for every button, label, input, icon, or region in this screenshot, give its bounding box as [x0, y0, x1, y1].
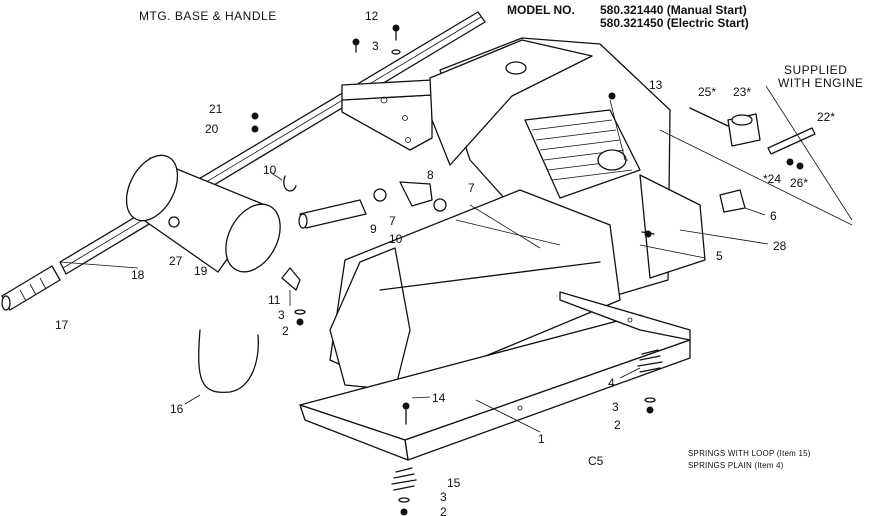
callout-2a: 2: [282, 324, 289, 338]
callout-3c: 3: [612, 400, 619, 414]
model-label: MODEL NO.: [507, 3, 575, 17]
pressure-switch: [689, 107, 816, 213]
callout-10b: 10: [389, 232, 403, 246]
leader-lines: [59, 85, 853, 433]
hose: [298, 199, 367, 229]
cable: [198, 329, 259, 393]
callout-23: 23*: [733, 85, 752, 99]
elbow-fitting: [373, 181, 447, 212]
air-tank: [329, 189, 621, 391]
base-frame: [299, 291, 691, 461]
callout-3d: 3: [440, 490, 447, 504]
callout-7a: 7: [389, 214, 396, 228]
callout-19: 19: [194, 264, 208, 278]
callout-18: 18: [131, 268, 145, 282]
callout-28: 28: [773, 239, 787, 253]
spring-clip: [283, 175, 297, 192]
callout-3a: 3: [372, 39, 379, 53]
callout-27: 27: [169, 254, 183, 268]
supplied-note-line1: SUPPLIED: [784, 63, 848, 77]
clamp: [281, 267, 301, 291]
mounting-plate: [341, 79, 433, 151]
callout-8: 8: [427, 168, 434, 182]
callout-16: 16: [170, 402, 184, 416]
model-number-manual: 580.321440 (Manual Start): [600, 3, 747, 17]
callout-1: 1: [538, 432, 545, 446]
callout-7b: 7: [468, 181, 475, 195]
callout-10a: 10: [263, 163, 277, 177]
callout-14: 14: [432, 391, 446, 405]
callout-13: 13: [649, 78, 663, 92]
callout-9: 9: [370, 222, 377, 236]
callout-26: 26*: [790, 176, 809, 190]
callout-22: 22*: [817, 110, 836, 124]
engine: [429, 37, 706, 301]
figure-code: C5: [588, 454, 604, 468]
callout-2b: 2: [614, 418, 621, 432]
callout-21: 21: [209, 102, 223, 116]
muffler: [125, 154, 281, 273]
callout-24: *24: [763, 172, 782, 186]
springs-plain-note: SPRINGS PLAIN (Item 4): [688, 461, 784, 470]
callout-15: 15: [447, 476, 461, 490]
callout-6: 6: [770, 209, 777, 223]
diagram-title: MTG. BASE & HANDLE: [139, 9, 277, 23]
callout-3b: 3: [278, 308, 285, 322]
spring-with-loop: [391, 467, 417, 491]
callout-11: 11: [268, 293, 281, 307]
callout-20: 20: [205, 122, 219, 136]
handle-grip: [1, 265, 61, 311]
fasteners: [251, 24, 656, 516]
supplied-note-line2: WITH ENGINE: [778, 76, 864, 90]
callout-17: 17: [55, 318, 69, 332]
model-number-electric: 580.321450 (Electric Start): [600, 16, 749, 30]
callout-5: 5: [716, 249, 723, 263]
springs-loop-note: SPRINGS WITH LOOP (Item 15): [688, 449, 811, 458]
callout-12: 12: [365, 9, 379, 23]
callout-2c: 2: [440, 505, 447, 516]
callout-25: 25*: [698, 85, 717, 99]
spring-plain: [637, 349, 663, 373]
callout-4: 4: [608, 376, 615, 390]
